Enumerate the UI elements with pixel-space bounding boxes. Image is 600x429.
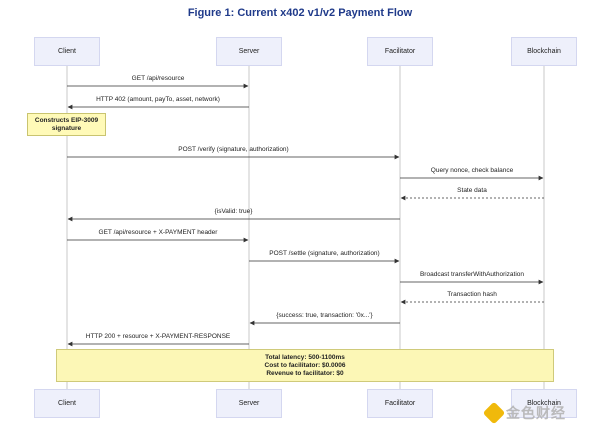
watermark-logo-icon	[482, 401, 506, 425]
message-label-10: Transaction hash	[447, 291, 497, 298]
watermark-text: 金色财经	[506, 405, 566, 421]
diagram-title: Figure 1: Current x402 v1/v2 Payment Flo…	[187, 7, 413, 19]
message-label-7: GET /api/resource + X-PAYMENT header	[98, 229, 218, 236]
note-line-1: Constructs EIP-3009	[34, 116, 99, 124]
message-label-5: State data	[457, 187, 487, 194]
summary-cost: Cost to facilitator: $0.0006	[264, 361, 346, 369]
note-construct-signature: Constructs EIP-3009 signature	[27, 113, 106, 136]
summary-latency: Total latency: 500-1100ms	[265, 353, 345, 361]
actor-server-bottom: Server	[216, 389, 282, 418]
message-label-2: HTTP 402 (amount, payTo, asset, network)	[96, 96, 220, 103]
message-label-6: {isValid: true}	[214, 208, 253, 215]
message-label-1: GET /api/resource	[131, 75, 185, 82]
message-label-11: {success: true, transaction: '0x...'}	[276, 312, 373, 319]
summary-note: Total latency: 500-1100ms Cost to facili…	[56, 349, 554, 382]
actor-server-top: Server	[216, 37, 282, 66]
summary-revenue: Revenue to facilitator: $0	[266, 369, 344, 377]
message-label-12: HTTP 200 + resource + X-PAYMENT-RESPONSE	[85, 333, 231, 340]
watermark: 金色财经	[482, 401, 595, 425]
message-label-3: POST /verify (signature, authorization)	[178, 146, 289, 153]
actor-facilitator-top: Facilitator	[367, 37, 433, 66]
actor-client-top: Client	[34, 37, 100, 66]
actor-client-bottom: Client	[34, 389, 100, 418]
message-label-9: Broadcast transferWithAuthorization	[419, 271, 525, 278]
actor-blockchain-top: Blockchain	[511, 37, 577, 66]
message-label-8: POST /settle (signature, authorization)	[269, 250, 380, 257]
actor-facilitator-bottom: Facilitator	[367, 389, 433, 418]
note-line-2: signature	[51, 124, 82, 132]
message-label-4: Query nonce, check balance	[430, 167, 514, 174]
actor-blockchain-bottom: Blockchain	[511, 389, 577, 418]
